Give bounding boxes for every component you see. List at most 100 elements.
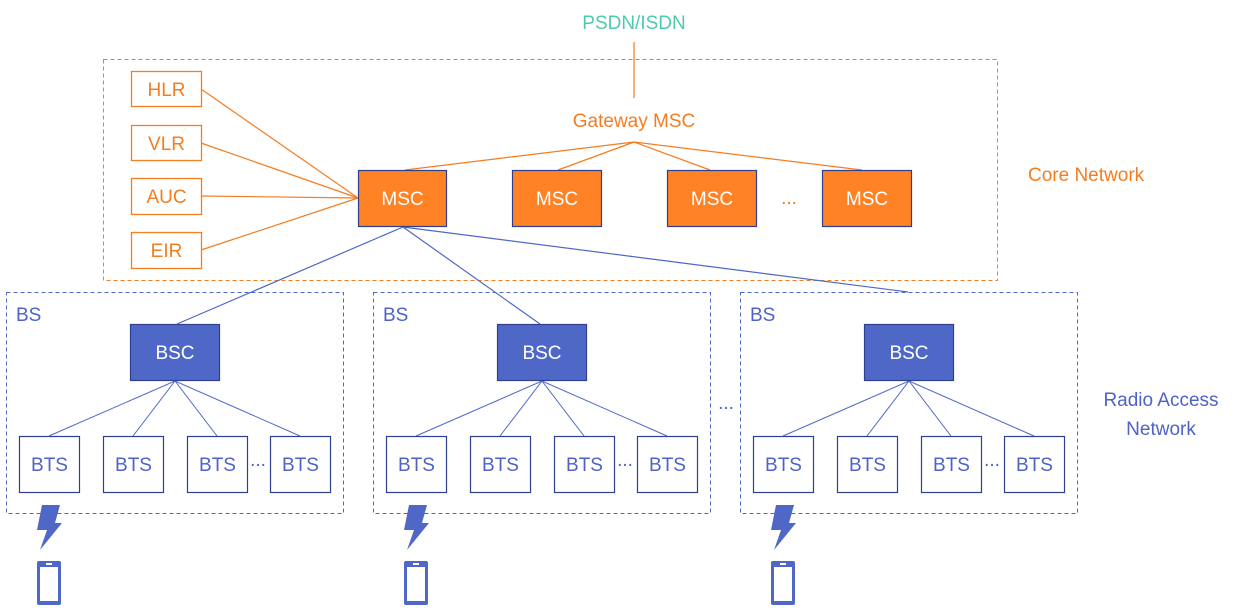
bts-label: BTS: [199, 455, 236, 476]
database-vlr: VLR: [130, 124, 203, 162]
ran-title-line-1: Radio Access: [1103, 390, 1218, 411]
bts-label: BTS: [482, 455, 519, 476]
auc-box: [130, 177, 203, 216]
bts-box: [186, 435, 249, 494]
hlr-msc-link: [200, 88, 359, 199]
gateway-link-msc-2: [557, 141, 635, 171]
bts-2: BTS: [102, 435, 165, 494]
bsc-bts-link: [174, 380, 301, 437]
mobile-phone-icon: [37, 561, 61, 605]
bts-box: [1003, 435, 1066, 494]
bts-3: BTS: [920, 435, 983, 494]
bts-box: [385, 435, 448, 494]
vlr-msc-link: [200, 142, 359, 199]
bsc-bts-link: [132, 380, 176, 437]
msc-2-box: [511, 169, 603, 228]
eir-msc-link: [200, 197, 359, 251]
bts-3: BTS: [186, 435, 249, 494]
msc-bs-3-link: [402, 226, 909, 293]
bts-label: BTS: [765, 455, 802, 476]
bs-group-1: BS BSC BTS BTS BTS BTS...: [6, 292, 344, 605]
bsc-label: BSC: [522, 343, 561, 364]
msc-3-box: [666, 169, 758, 228]
bs-boundary: [740, 292, 1078, 514]
bs-boundary: [373, 292, 711, 514]
gateway-link-msc-3: [633, 141, 711, 171]
bts-1: BTS: [752, 435, 815, 494]
bts-4: BTS: [269, 435, 332, 494]
bts-label: BTS: [1016, 455, 1053, 476]
bts-1: BTS: [385, 435, 448, 494]
msc-3: MSC: [666, 169, 758, 228]
msc-4: MSC: [821, 169, 913, 228]
gateway-link-msc-1: [404, 141, 635, 171]
bsc-bts-link: [541, 380, 585, 437]
hlr-box: [130, 70, 203, 108]
bsc-bts-link: [908, 380, 1035, 437]
gateway-link-msc-4: [633, 141, 863, 171]
bsc-bts-link: [541, 380, 668, 437]
msc-2-label: MSC: [536, 189, 578, 210]
msc-bs-links: [176, 226, 909, 325]
bts-box: [636, 435, 699, 494]
bts-2: BTS: [469, 435, 532, 494]
bts-2: BTS: [836, 435, 899, 494]
bts-3: BTS: [553, 435, 616, 494]
mobile-phone-icon: [404, 561, 428, 605]
bts-ellipsis: ...: [250, 450, 266, 471]
bs-label: BS: [16, 305, 41, 326]
core-network-boundary: [103, 59, 998, 281]
bsc-box: [863, 323, 955, 382]
bts-box: [553, 435, 616, 494]
bsc-bts-link: [415, 380, 543, 437]
bts-box: [269, 435, 332, 494]
bts-label: BTS: [649, 455, 686, 476]
bts-ellipsis: ...: [617, 450, 633, 471]
msc-2: MSC: [511, 169, 603, 228]
msc-1-label: MSC: [381, 189, 423, 210]
database-auc: AUC: [130, 177, 203, 216]
phone-screen: [40, 567, 58, 601]
bts-label: BTS: [933, 455, 970, 476]
lightning-bolt-icon: [404, 505, 429, 550]
phone-speaker: [413, 563, 419, 565]
msc-4-box: [821, 169, 913, 228]
bts-box: [469, 435, 532, 494]
bts-label: BTS: [566, 455, 603, 476]
bsc-box: [129, 323, 221, 382]
phone-speaker: [46, 563, 52, 565]
bts-label: BTS: [115, 455, 152, 476]
bts-box: [836, 435, 899, 494]
bsc-bts-link: [908, 380, 952, 437]
phone-speaker: [780, 563, 786, 565]
bsc-bts-link: [866, 380, 910, 437]
msc-ellipsis: ...: [781, 188, 797, 209]
bs-label: BS: [750, 305, 775, 326]
vlr-box: [130, 124, 203, 162]
eir-label: EIR: [151, 241, 183, 262]
core-network-title: Core Network: [1028, 165, 1145, 186]
database-hlr: HLR: [130, 70, 203, 108]
msc-1: MSC: [357, 169, 448, 228]
msc-bsc-2-link: [402, 226, 541, 325]
bts-box: [18, 435, 81, 494]
bts-1: BTS: [18, 435, 81, 494]
bsc-bts-link: [174, 380, 218, 437]
vlr-label: VLR: [148, 134, 185, 155]
psdn-isdn-label: PSDN/ISDN: [582, 13, 685, 34]
bts-label: BTS: [398, 455, 435, 476]
auc-label: AUC: [146, 187, 186, 208]
mobile-phone-icon: [771, 561, 795, 605]
phone-screen: [407, 567, 425, 601]
lightning-bolt-icon: [771, 505, 796, 550]
bts-4: BTS: [636, 435, 699, 494]
bsc-bts-link: [48, 380, 176, 437]
lightning-bolt-icon: [37, 505, 62, 550]
bsc-label: BSC: [155, 343, 194, 364]
bts-ellipsis: ...: [984, 450, 1000, 471]
msc-4-label: MSC: [846, 189, 888, 210]
phone-screen: [774, 567, 792, 601]
